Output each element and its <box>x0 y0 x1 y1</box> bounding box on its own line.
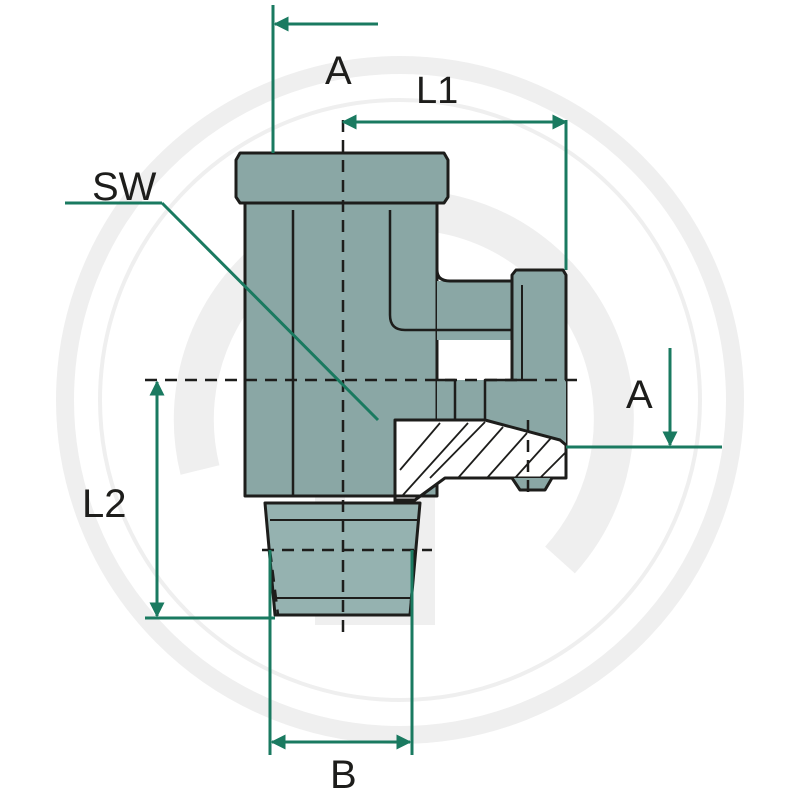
label-l2: L2 <box>82 482 127 526</box>
section-hatch <box>399 421 567 496</box>
label-l1: L1 <box>416 70 458 112</box>
label-a-top: A <box>325 49 352 93</box>
label-sw: SW <box>92 165 157 209</box>
label-b: B <box>330 753 357 797</box>
sw-leader <box>65 201 380 422</box>
fitting-body <box>234 151 568 617</box>
label-a-right: A <box>626 373 653 417</box>
dimension-lines <box>145 5 722 755</box>
